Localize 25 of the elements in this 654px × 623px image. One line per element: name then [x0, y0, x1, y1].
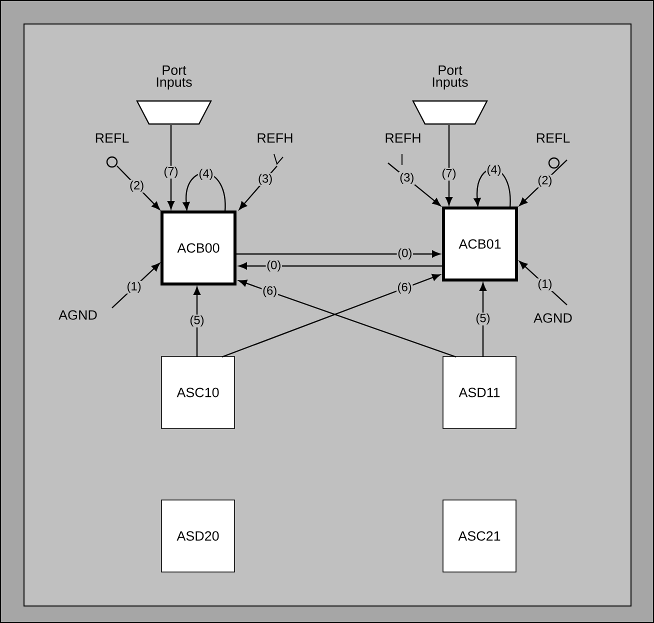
edge-label: (0) — [266, 260, 282, 272]
edge-label: (3) — [398, 172, 415, 185]
block-box: ASD11 — [442, 356, 516, 429]
edge-label: (5) — [474, 312, 492, 326]
block-box: ACB00 — [160, 210, 236, 286]
edge-label: (0) — [396, 248, 414, 260]
port-label: Port Inputs — [156, 66, 192, 90]
block-box: ASD20 — [161, 500, 235, 572]
port-label: Port Inputs — [432, 66, 468, 90]
terminal-label: REFL — [96, 133, 129, 143]
terminal-label: REFL — [536, 133, 570, 143]
terminal-label: REFH — [386, 133, 420, 143]
edge-label: (3) — [257, 173, 274, 186]
terminal-label: AGND — [534, 313, 572, 323]
edge-label: (4) — [486, 164, 502, 177]
block-box: ASC21 — [442, 500, 516, 572]
edge-label: (5) — [188, 314, 206, 328]
edge-label: (6) — [396, 282, 413, 294]
block-box: ACB01 — [442, 206, 518, 282]
block-box: ASC10 — [161, 356, 235, 429]
terminal-label: REFH — [258, 133, 292, 143]
edge-label: (2) — [128, 180, 145, 193]
edge-label: (4) — [198, 168, 214, 181]
terminal-label: AGND — [58, 310, 97, 320]
edge-label: (6) — [262, 285, 278, 298]
